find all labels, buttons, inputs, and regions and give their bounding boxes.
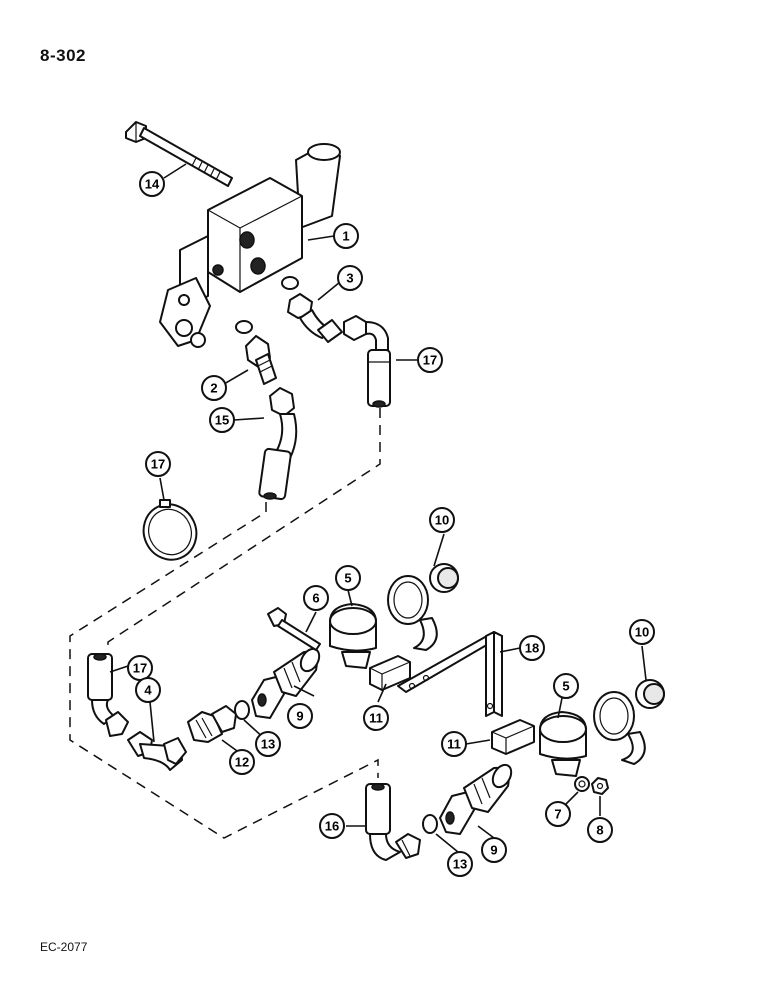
callout-label: 7	[554, 807, 561, 822]
part-6-bolt	[267, 607, 321, 651]
callout-label: 9	[296, 709, 303, 724]
callout-label: 14	[145, 177, 160, 192]
callout-label: 10	[635, 625, 649, 640]
callout-label: 17	[133, 661, 147, 676]
callout-18: 18	[519, 635, 545, 661]
dashed-route-middle	[69, 502, 379, 839]
part-9-coupler-upper	[251, 647, 321, 719]
callout-5-upper: 5	[335, 565, 361, 591]
callout-label: 11	[447, 737, 461, 752]
page-number: 8-302	[40, 46, 86, 65]
callout-label: 16	[325, 819, 339, 834]
part-8-nut	[591, 777, 609, 795]
callout-6: 6	[303, 585, 329, 611]
part-5-clamp-lower	[539, 711, 587, 777]
part-3-elbow	[287, 293, 343, 343]
callout-4: 4	[135, 677, 161, 703]
callout-label: 13	[453, 857, 467, 872]
callout-15-lower: 16	[319, 813, 345, 839]
callout-8: 8	[587, 817, 613, 843]
callout-label: 5	[344, 571, 351, 586]
callout-label: 9	[490, 843, 497, 858]
callout-9-upper: 9	[287, 703, 313, 729]
part-11-block-upper	[369, 655, 411, 691]
part-16-clamp-ring	[142, 499, 198, 561]
callout-label: 4	[144, 683, 152, 698]
part-4-elbow	[127, 731, 187, 771]
part-17-upper-hose-fitting	[343, 315, 391, 408]
callout-label: 8	[596, 823, 603, 838]
callout-3: 3	[337, 265, 363, 291]
callout-11-upper: 11	[363, 705, 389, 731]
part-12-adapter	[187, 705, 237, 743]
callout-2: 2	[201, 375, 227, 401]
callout-10-lower: 10	[629, 619, 655, 645]
callout-17-lower: 17	[127, 655, 153, 681]
figure-code: EC-2077	[40, 940, 88, 954]
part-2-adapter	[245, 335, 277, 385]
o-ring-b	[235, 320, 253, 334]
part-10-dust-cap-lower	[593, 679, 665, 765]
part-17-lower-hose	[87, 653, 129, 737]
callout-14: 14	[139, 171, 165, 197]
callout-9-lower: 9	[481, 837, 507, 863]
callout-13-lower: 13	[447, 851, 473, 877]
part-1-control-valve	[159, 143, 341, 348]
part-10-dust-cap-upper	[387, 563, 459, 651]
callout-label: 17	[423, 353, 437, 368]
callout-label: 15	[215, 413, 229, 428]
part-14-bolt	[125, 121, 233, 187]
part-15-lower-hose	[365, 783, 421, 861]
callout-label: 18	[525, 641, 539, 656]
part-11-block-lower	[491, 719, 535, 755]
callout-17-upper: 17	[417, 347, 443, 373]
callout-label: 5	[562, 679, 569, 694]
callout-1: 1	[333, 223, 359, 249]
o-ring-a	[281, 276, 299, 290]
callout-15-upper: 15	[209, 407, 235, 433]
part-13-o-ring-lower	[422, 814, 438, 834]
callout-12: 12	[229, 749, 255, 775]
callout-label: 6	[312, 591, 319, 606]
callout-10-upper: 10	[429, 507, 455, 533]
part-18-l-bracket	[397, 631, 503, 717]
callout-label: 17	[151, 457, 165, 472]
part-5-clamp-upper	[329, 603, 377, 669]
callout-label: 10	[435, 513, 449, 528]
callout-label: 2	[210, 381, 217, 396]
callout-label: 12	[235, 755, 249, 770]
callout-label: 3	[346, 271, 353, 286]
part-13-o-ring-upper	[234, 700, 250, 720]
callout-13-upper: 13	[255, 731, 281, 757]
callout-label: 11	[369, 711, 383, 726]
callout-5-lower: 5	[553, 673, 579, 699]
part-15-upper-hose	[258, 387, 298, 501]
callout-label: 1	[342, 229, 349, 244]
part-9-coupler-lower	[439, 763, 513, 835]
callout-11-lower: 11	[441, 731, 467, 757]
callout-7: 7	[545, 801, 571, 827]
callout-label: 13	[261, 737, 275, 752]
part-7-washer	[574, 776, 590, 792]
callout-16: 17	[145, 451, 171, 477]
